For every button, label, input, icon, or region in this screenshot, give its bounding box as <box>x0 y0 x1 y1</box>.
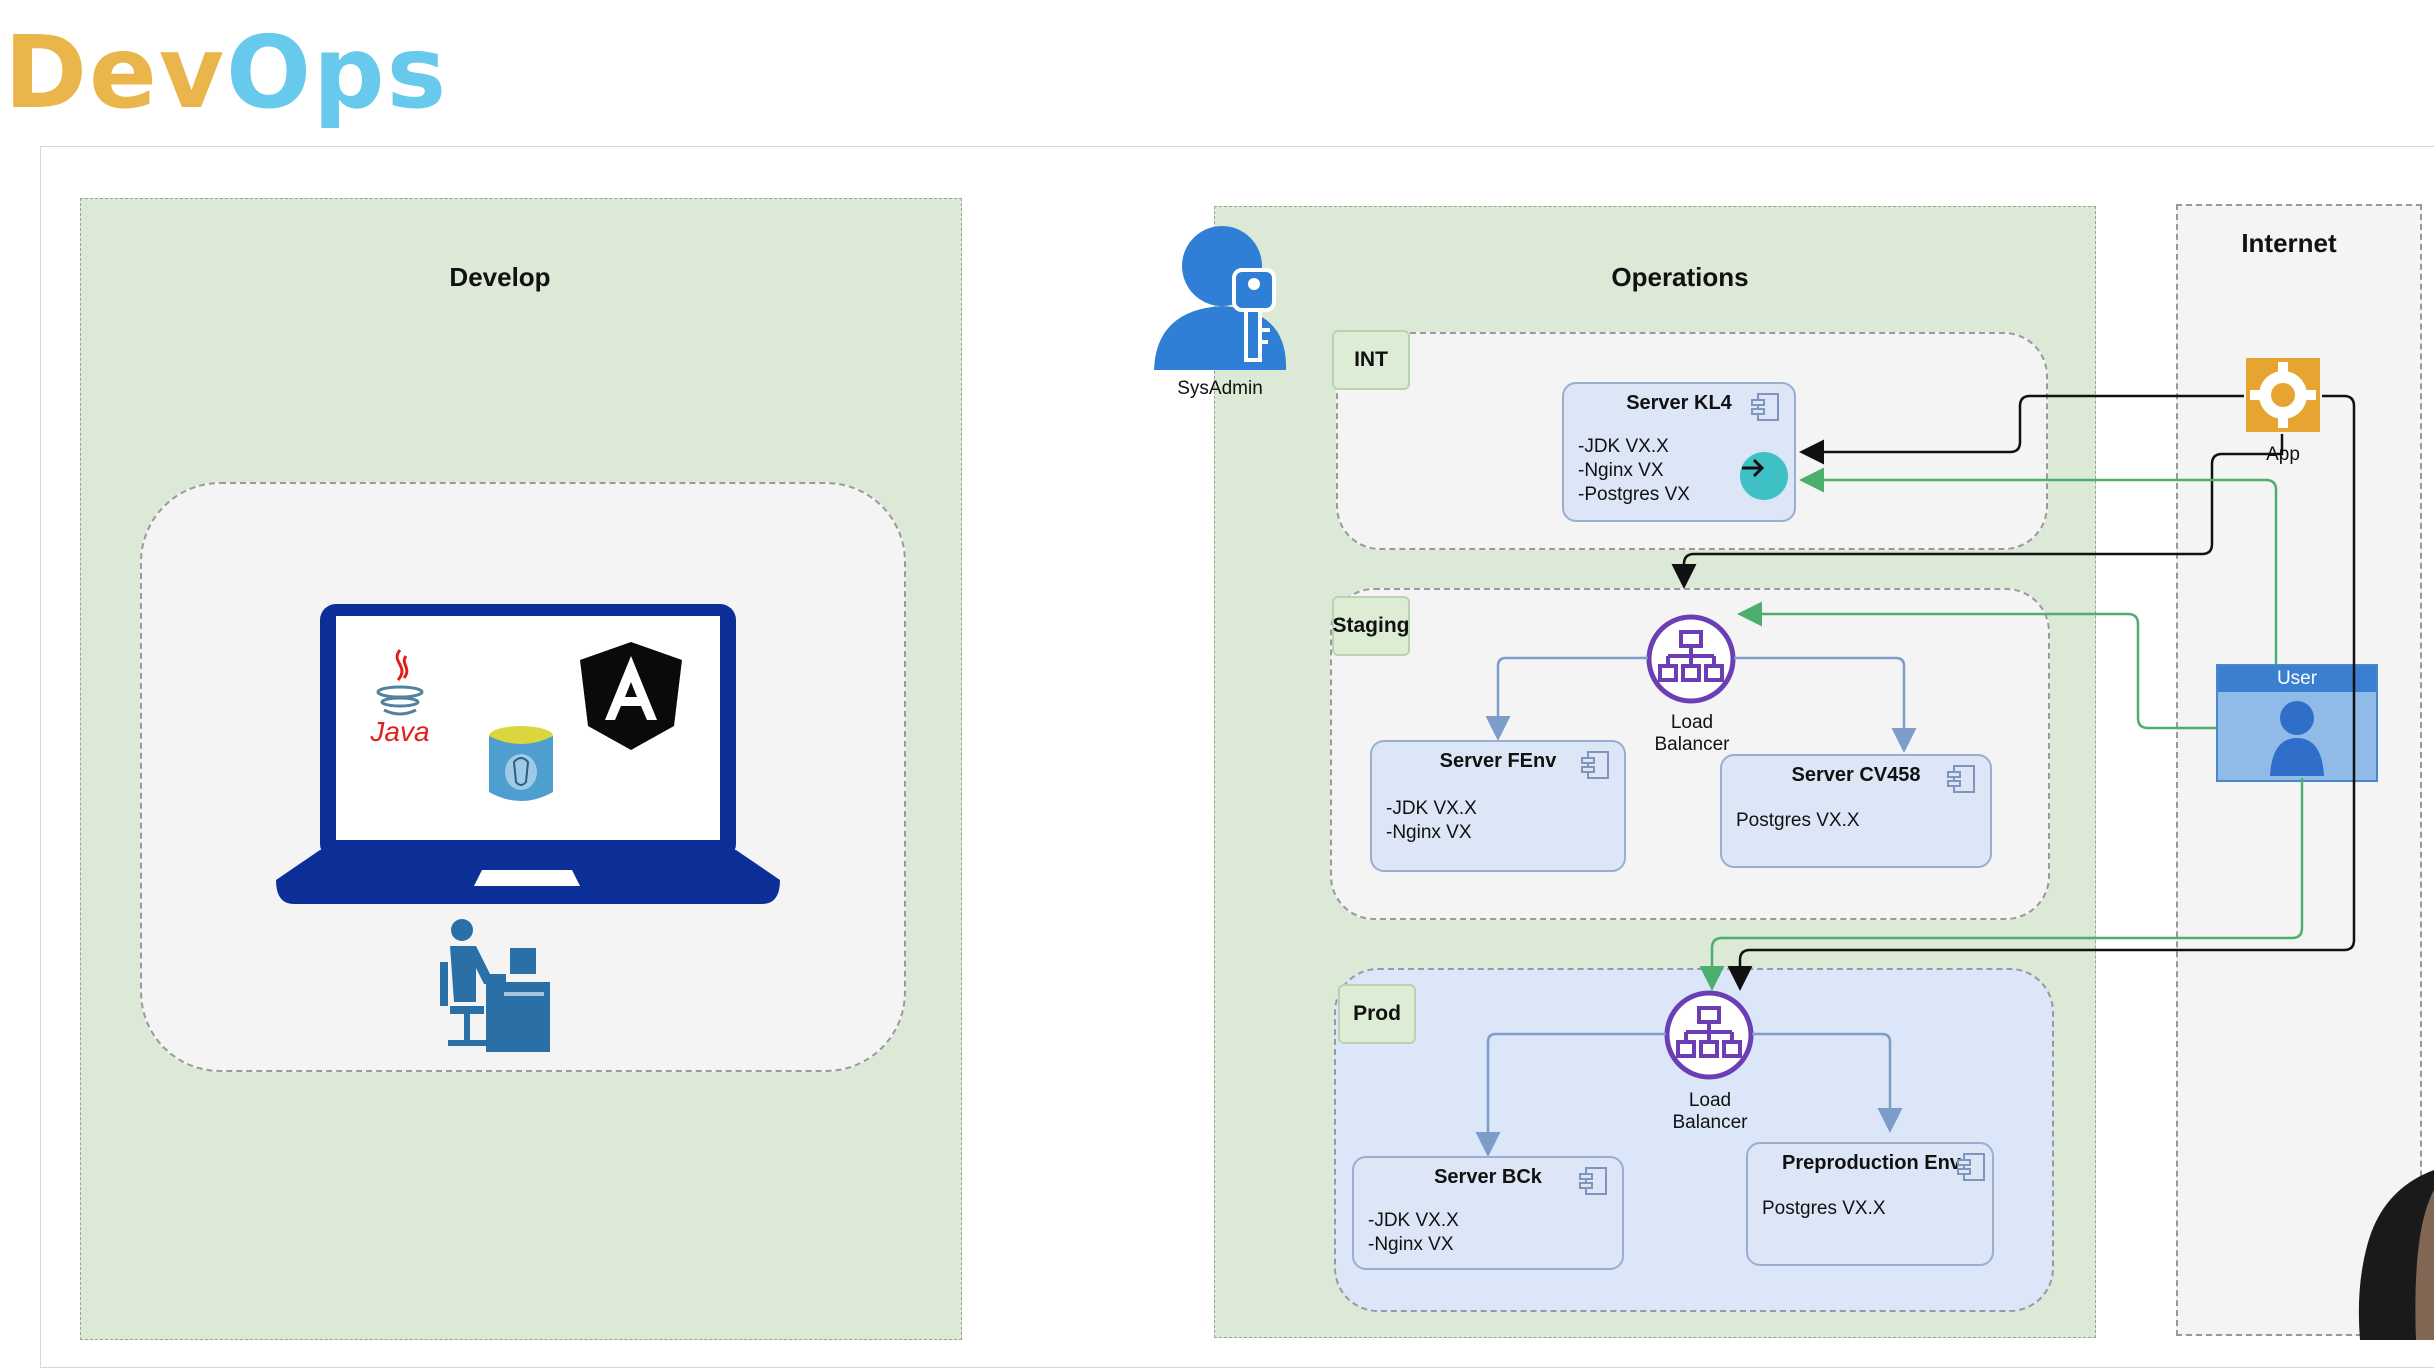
develop-title: Develop <box>449 262 551 292</box>
server-title: Server CV458 <box>1791 764 1921 786</box>
server-bck[interactable]: Server BCk -JDK VX.X -Nginx VX <box>1352 1156 1624 1270</box>
component-icon <box>1579 1167 1607 1195</box>
server-title: Server FEnv <box>1439 750 1557 772</box>
server-title: Server BCk <box>1434 1166 1542 1188</box>
server-kl4[interactable]: Server KL4 -JDK VX.X -Nginx VX -Postgres… <box>1562 382 1796 522</box>
connector-staging-lb-right <box>1734 656 1917 753</box>
page-title: DevOps <box>4 8 448 138</box>
internet-title: Internet <box>2241 228 2337 258</box>
connector-staging-lb-left <box>1485 656 1648 741</box>
server-spec-line: -JDK VX.X <box>1368 1210 1459 1231</box>
presenter-silhouette <box>2358 1170 2434 1340</box>
load-balancer-icon <box>1664 990 1754 1080</box>
component-icon <box>1751 393 1779 421</box>
connector-user-to-prod <box>1699 778 2304 991</box>
server-fenv[interactable]: Server FEnv -JDK VX.X -Nginx VX <box>1370 740 1626 872</box>
server-spec-line: -JDK VX.X <box>1578 436 1669 457</box>
server-cv458[interactable]: Server CV458 Postgres VX.X <box>1720 754 1992 868</box>
server-preproduction-env[interactable]: Preproduction Env Postgres VX.X <box>1746 1142 1994 1266</box>
connector-app-to-int <box>1799 394 2244 465</box>
server-spec-line: -Nginx VX <box>1368 1234 1454 1255</box>
user-icon <box>2270 701 2324 776</box>
connectors <box>1475 394 2356 1157</box>
component-icon <box>1581 751 1609 779</box>
postgres-database-icon <box>489 726 553 801</box>
connector-user-to-int <box>1799 467 2278 664</box>
connector-app-to-prod <box>1727 394 2356 991</box>
connector-prod-lb-left <box>1475 1032 1666 1157</box>
cursor-highlight-icon <box>1740 452 1788 500</box>
load-balancer-label-line: Load <box>1670 712 1714 733</box>
load-balancer-icon <box>1646 614 1736 704</box>
load-balancer-label: Load Balancer <box>1632 712 1752 756</box>
sysadmin-label: SysAdmin <box>1177 378 1263 399</box>
component-icon <box>1947 765 1975 793</box>
java-label: Java <box>370 716 430 747</box>
angular-icon <box>580 642 682 750</box>
sysadmin-icon <box>1154 226 1287 370</box>
server-spec-line: Postgres VX.X <box>1736 810 1860 831</box>
user-label: User <box>2218 666 2376 692</box>
connector-user-to-staging <box>1737 601 2216 730</box>
server-spec-line: -JDK VX.X <box>1386 798 1477 819</box>
title-dev: Dev <box>4 14 227 131</box>
server-spec-line: -Postgres VX <box>1578 484 1690 505</box>
user-node[interactable]: User <box>2216 664 2378 782</box>
operations-title: Operations <box>1611 262 1749 292</box>
server-title: Server KL4 <box>1626 392 1732 414</box>
server-spec-line: -Nginx VX <box>1578 460 1664 481</box>
developer-at-desk-icon <box>440 919 550 1052</box>
connector-prod-lb-right <box>1752 1032 1903 1133</box>
server-spec-line: Postgres VX.X <box>1762 1198 1886 1219</box>
int-tag: INT <box>1332 330 1410 390</box>
load-balancer-label-line: Load <box>1688 1090 1732 1111</box>
java-icon <box>376 649 424 716</box>
server-spec-line: -Nginx VX <box>1386 822 1472 843</box>
title-ops: Ops <box>226 14 449 131</box>
server-title: Preproduction Env <box>1782 1152 1961 1174</box>
staging-tag: Staging <box>1332 596 1410 656</box>
prod-tag: Prod <box>1338 984 1416 1044</box>
connector-app-to-staging <box>1671 434 2284 589</box>
load-balancer-label-line: Balancer <box>1672 1112 1748 1133</box>
app-gear-icon[interactable] <box>2244 356 2322 434</box>
load-balancer-label-line: Balancer <box>1654 734 1730 755</box>
load-balancer-label: Load Balancer <box>1650 1090 1770 1134</box>
component-icon <box>1957 1153 1985 1181</box>
